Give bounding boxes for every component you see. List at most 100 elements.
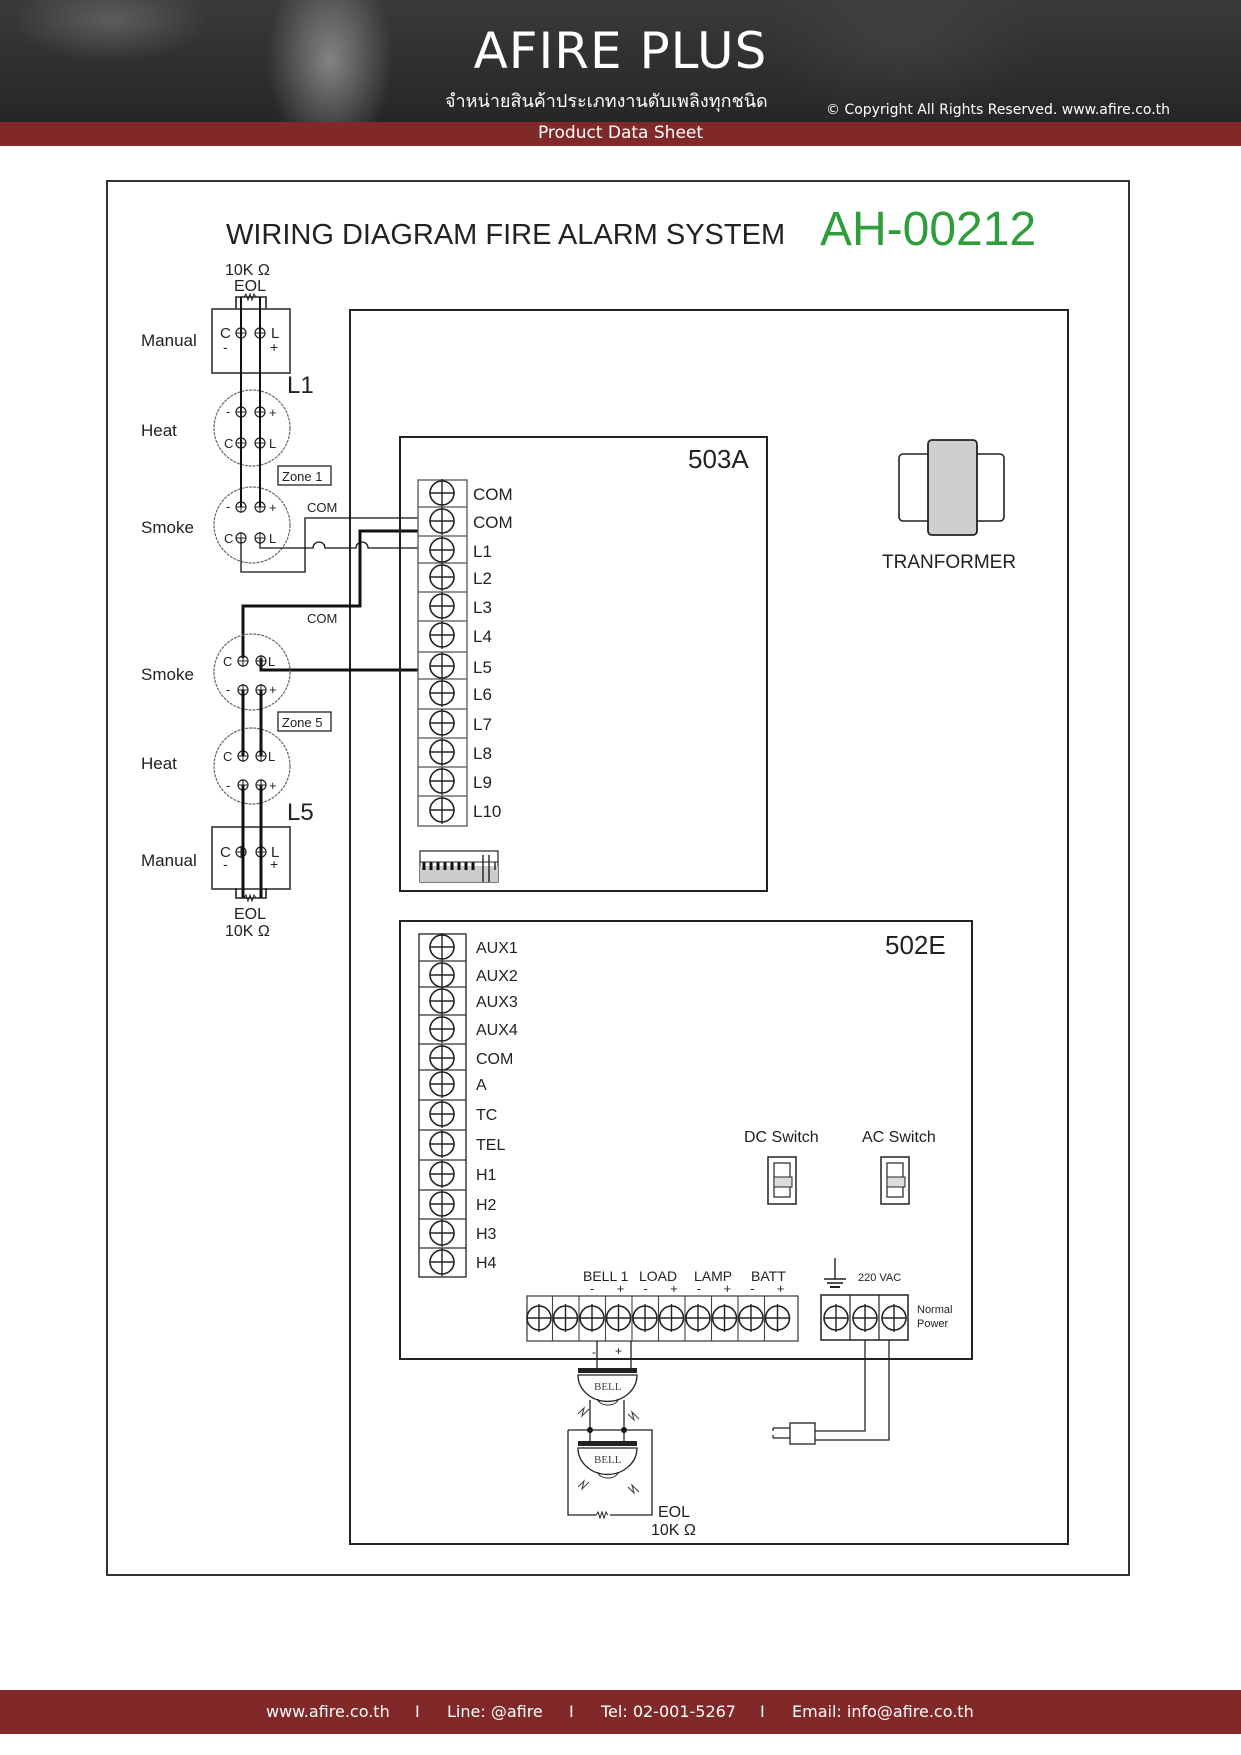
terminal-screw: [429, 1014, 455, 1044]
terminal-screw: [552, 1303, 579, 1333]
terminal-label: L: [271, 325, 279, 342]
page-header: AFIRE PLUS จำหน่ายสินค้าประเภทงานดับเพลิ…: [0, 0, 1241, 122]
ac-switch[interactable]: [880, 1156, 910, 1205]
terminal-label: +: [269, 405, 277, 420]
zone5-smoke-label: Smoke: [141, 665, 194, 684]
zone5-com-label: COM: [307, 611, 337, 626]
zone5-heat-label: Heat: [141, 754, 177, 773]
terminal-label-503a: L8: [473, 744, 492, 763]
brand-title: AFIRE PLUS: [473, 22, 768, 80]
terminal-screw: [429, 737, 455, 767]
terminal-label: C: [223, 654, 232, 669]
normal-power-label-1: Normal: [917, 1304, 952, 1316]
brand-tagline: จำหน่ายสินค้าประเภทงานดับเพลิงทุกชนิด: [445, 91, 768, 112]
output-group-lamp: LAMP: [694, 1268, 732, 1284]
zone-1-loop: 10K Ω EOL Manual C L - + L1 Heat - + C L…: [141, 262, 418, 573]
terminal-label-502e: TC: [476, 1107, 497, 1124]
zone5-eol-value: 10K Ω: [225, 923, 270, 940]
zone5-smoke-detector: [213, 633, 291, 711]
footer-separator: I: [569, 1702, 574, 1721]
terminal-screw: [579, 1303, 605, 1333]
bell-eol-value: 10K Ω: [651, 1522, 696, 1539]
eol-dip-switch: [419, 850, 499, 883]
diagram-title: WIRING DIAGRAM FIRE ALARM SYSTEM: [226, 219, 785, 251]
terminal-label-502e: H3: [476, 1226, 497, 1243]
terminal-screw: [526, 1303, 552, 1333]
polarity-label: +: [615, 1344, 622, 1358]
control-cabinet: [349, 309, 1069, 1545]
footer-line[interactable]: Line: @afire: [447, 1702, 543, 1721]
board-502e-label: 502E: [885, 930, 946, 960]
sound-icon: [577, 1406, 640, 1422]
dc-switch[interactable]: [767, 1156, 797, 1205]
normal-power-label-2: Power: [917, 1318, 949, 1330]
terminal-label-503a: L10: [473, 802, 501, 821]
terminal-label-502e: H1: [476, 1167, 497, 1184]
transformer-label: TRANFORMER: [882, 552, 1016, 573]
terminal-label: C: [223, 749, 232, 764]
polarity-label: -: [643, 1281, 647, 1296]
plug-icon: [789, 1422, 816, 1445]
zone5-tag: [277, 711, 332, 732]
footer-website[interactable]: www.afire.co.th: [266, 1702, 390, 1721]
bell-2: BELL: [577, 1430, 640, 1495]
terminal-screw: [429, 1189, 455, 1219]
footer-tel[interactable]: Tel: 02-001-5267: [601, 1702, 736, 1721]
terminal-screw: [429, 986, 455, 1016]
dc-switch-label: DC Switch: [744, 1129, 819, 1146]
page-footer: www.afire.co.th I Line: @afire I Tel: 02…: [0, 1690, 1241, 1734]
terminal-screw: [429, 1247, 455, 1277]
zone1-manual-label: Manual: [141, 331, 197, 350]
terminal-screw: [429, 1069, 455, 1099]
output-group-bell1: BELL 1: [583, 1268, 629, 1284]
footer-email[interactable]: Email: info@afire.co.th: [792, 1702, 974, 1721]
zone5-tag-label: Zone 5: [282, 715, 322, 730]
resistor-icon: [243, 893, 257, 903]
terminal-label-503a: L3: [473, 598, 492, 617]
sound-icon: [577, 1479, 640, 1495]
terminal-label-503a: COM: [473, 513, 513, 532]
terminal-screw: [429, 1043, 455, 1073]
terminal-label-502e: H2: [476, 1197, 497, 1214]
zone5-eol-label: EOL: [234, 906, 266, 923]
terminal-label-503a: L1: [473, 542, 492, 561]
terminal-screw: [429, 708, 455, 738]
polarity-label: +: [270, 339, 278, 355]
zone5-manual-station: [211, 826, 291, 890]
terminal-label-502e: AUX2: [476, 968, 518, 985]
terminal-screw: [429, 535, 455, 565]
zone1-com-label: COM: [307, 500, 337, 515]
zone1-smoke-label: Smoke: [141, 518, 194, 537]
polarity-label: -: [750, 1281, 754, 1296]
terminal-label-502e: AUX1: [476, 940, 518, 957]
polarity-label: +: [670, 1281, 678, 1296]
terminal-label-502e: COM: [476, 1051, 513, 1068]
terminal-label-502e: AUX4: [476, 1022, 518, 1039]
terminal-screw: [429, 506, 455, 536]
resistor-icon: [243, 292, 257, 302]
terminal-label: L: [268, 654, 275, 669]
zone1-loop-label: L1: [287, 372, 314, 399]
terminal-label: L: [269, 436, 276, 451]
terminal-label: L: [271, 844, 279, 861]
terminal-label: C: [224, 436, 233, 451]
bell-1: BELL: [577, 1368, 640, 1422]
polarity-label: -: [697, 1281, 701, 1296]
polarity-label: -: [590, 1281, 594, 1296]
terminal-screw: [685, 1303, 711, 1333]
terminal-label-503a: L6: [473, 685, 492, 704]
terminal-label-502e: H4: [476, 1255, 497, 1272]
polarity-label: +: [270, 856, 278, 872]
terminal-label-503a: COM: [473, 485, 513, 504]
zone1-tag-label: Zone 1: [282, 469, 322, 484]
terminal-screw: [429, 932, 455, 962]
terminal-label: -: [226, 404, 230, 419]
power-cord: [772, 1340, 890, 1445]
terminal-label-503a: L4: [473, 627, 492, 646]
terminal-screw: [429, 651, 455, 681]
output-group-batt: BATT: [751, 1268, 786, 1284]
polarity-label: -: [223, 339, 228, 355]
polarity-label: +: [777, 1281, 785, 1296]
transformer: TRANFORMER: [882, 439, 1016, 573]
terminal-screw: [429, 1129, 455, 1159]
